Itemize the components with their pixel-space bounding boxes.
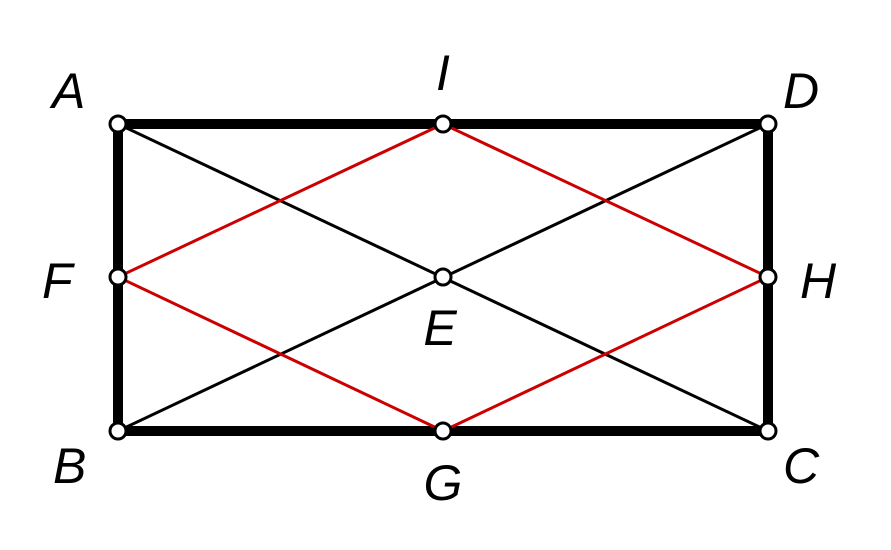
segment-hg: [442, 275, 769, 433]
segment-ih: [442, 122, 769, 279]
label-b: B: [53, 438, 86, 494]
segment-fi: [117, 122, 444, 279]
point-h: [758, 267, 778, 287]
label-c: C: [783, 438, 820, 494]
point-i: [433, 114, 453, 134]
label-a: A: [49, 63, 85, 119]
segment-gf: [117, 275, 444, 433]
points: [108, 114, 778, 441]
point-d: [758, 114, 778, 134]
point-f: [108, 267, 128, 287]
rhombus-fihg: [117, 122, 769, 433]
point-e: [433, 267, 453, 287]
point-g: [433, 421, 453, 441]
label-e: E: [423, 300, 457, 356]
point-c: [758, 421, 778, 441]
label-g: G: [424, 455, 463, 511]
label-d: D: [783, 63, 819, 119]
point-b: [108, 421, 128, 441]
point-a: [108, 114, 128, 134]
label-h: H: [800, 253, 837, 309]
label-i: I: [436, 45, 450, 101]
labels: A I D F E H B G C: [42, 45, 837, 511]
label-f: F: [42, 253, 75, 309]
